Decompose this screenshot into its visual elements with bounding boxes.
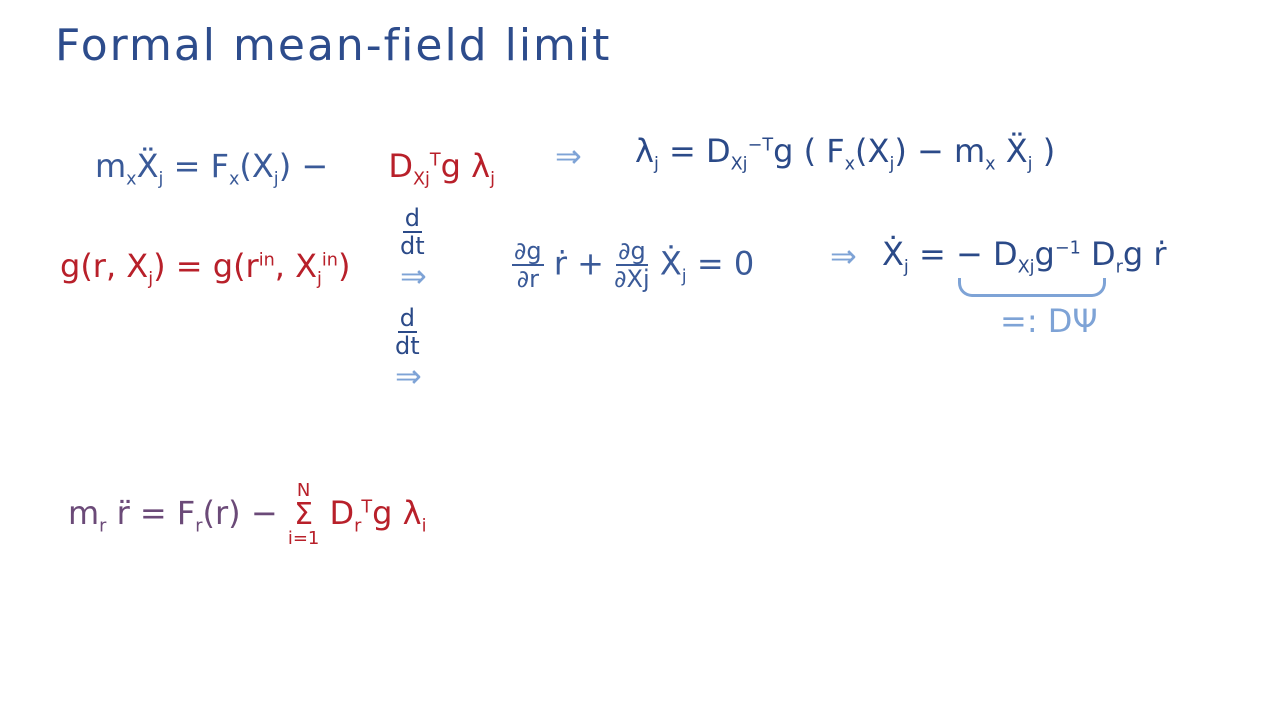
math-token: j (317, 269, 322, 290)
math-token: j (889, 154, 895, 175)
math-token: x (126, 169, 137, 190)
math-token: ) − m (894, 132, 986, 170)
math-group: mxẌj = Fx(Xj) − (95, 147, 329, 188)
math-token: j (158, 169, 164, 190)
math-token: T (361, 497, 373, 518)
math-token: x (844, 154, 856, 175)
math-token: g ṙ (1122, 235, 1167, 273)
equation-constraint: g(r, Xj) = g(rin, Xjin) (60, 250, 350, 289)
math-token: = D (658, 132, 731, 170)
math-token: j (1027, 154, 1033, 175)
math-token: Ẍ (136, 147, 159, 185)
math-token: ) = g(r (153, 247, 259, 285)
math-token: d (397, 304, 417, 334)
math-token: Ẋ (882, 235, 904, 273)
math-token: ∂g (616, 237, 648, 267)
math-token: j (653, 154, 659, 175)
equation-velocity: Ẋj = − DXjg−1 Drg ṙ (882, 238, 1166, 277)
implies-arrow-2: ⇒ (830, 237, 857, 275)
math-token: x (228, 169, 240, 190)
math-token: T (429, 150, 441, 171)
math-token: (r) − (202, 494, 288, 532)
math-token: i=1 (287, 528, 320, 549)
math-token: Xj (730, 154, 748, 175)
math-token: ⇒ (400, 256, 427, 295)
math-token: g λ (440, 147, 491, 185)
math-token: −1 (1054, 238, 1081, 259)
math-token: Xj (412, 169, 430, 190)
math-token: j (148, 269, 154, 290)
math-token: ∂r (516, 265, 539, 294)
math-token: (X (239, 147, 274, 185)
brace-label: =: DΨ (1000, 302, 1098, 340)
equation-lambda: λj = DXj−Tg ( Fx(Xj) − mx Ẍj ) (635, 135, 1055, 174)
math-token: , X (274, 247, 318, 285)
math-token: D (319, 494, 355, 532)
math-token: r̈ = F (106, 494, 196, 532)
math-token: Σ (294, 497, 314, 532)
math-token: r (195, 516, 203, 537)
page-title: Formal mean-field limit (55, 20, 612, 71)
math-token: d (402, 204, 422, 234)
math-token: dt (395, 332, 420, 361)
math-token: in (258, 250, 275, 271)
math-token: g λ (372, 494, 422, 532)
math-token: ⇒ (395, 356, 422, 395)
math-token: = − D (908, 235, 1018, 273)
math-token: x (985, 154, 996, 175)
math-group: ∂g∂Xj (614, 238, 650, 293)
math-token: D (388, 147, 413, 185)
math-token: ) (337, 247, 351, 285)
math-group: ∂g∂r (512, 238, 544, 293)
math-token: ) − (278, 147, 329, 185)
math-token: = 0 (686, 244, 755, 283)
math-token: ∂Xj (614, 265, 650, 294)
math-token: = F (163, 147, 229, 185)
math-token: j (681, 266, 687, 287)
math-token: g ( F (773, 132, 845, 170)
math-token: g (1034, 235, 1055, 273)
math-group: DXjTg λj (388, 147, 495, 188)
math-token: Xj (1017, 257, 1035, 278)
math-token: r (1115, 257, 1123, 278)
implies-arrow: ⇒ (555, 137, 582, 175)
math-token: ṙ + (543, 244, 615, 283)
math-token: ∂g (512, 237, 544, 267)
math-token: λ (635, 132, 654, 170)
math-token: j (490, 169, 495, 190)
math-token: ) (1032, 132, 1056, 170)
math-token: i (421, 516, 427, 537)
equation-differentiated-constraint: ∂g∂r ṙ + ∂g∂Xj Ẋj = 0 (512, 238, 754, 293)
math-token: Ẍ (995, 132, 1028, 170)
math-token: N (296, 480, 311, 501)
math-token: j (273, 169, 279, 190)
math-token: m (68, 494, 100, 532)
math-group: mr r̈ = Fr(r) − (68, 494, 288, 535)
math-token: in (321, 250, 338, 271)
math-token: dt (400, 232, 425, 261)
math-token: j (903, 257, 909, 278)
math-token: r (99, 516, 107, 537)
math-token: m (95, 147, 127, 185)
math-token: −T (747, 135, 774, 156)
math-token: D (1080, 235, 1116, 273)
math-token: (X (855, 132, 890, 170)
equation-constraint-force: mxẌj = Fx(Xj) − DXjTg λj (95, 150, 495, 189)
math-token: Ẋ (649, 244, 682, 283)
math-token: r (354, 516, 362, 537)
underbrace (958, 278, 1106, 297)
math-token: g(r, X (60, 247, 149, 285)
